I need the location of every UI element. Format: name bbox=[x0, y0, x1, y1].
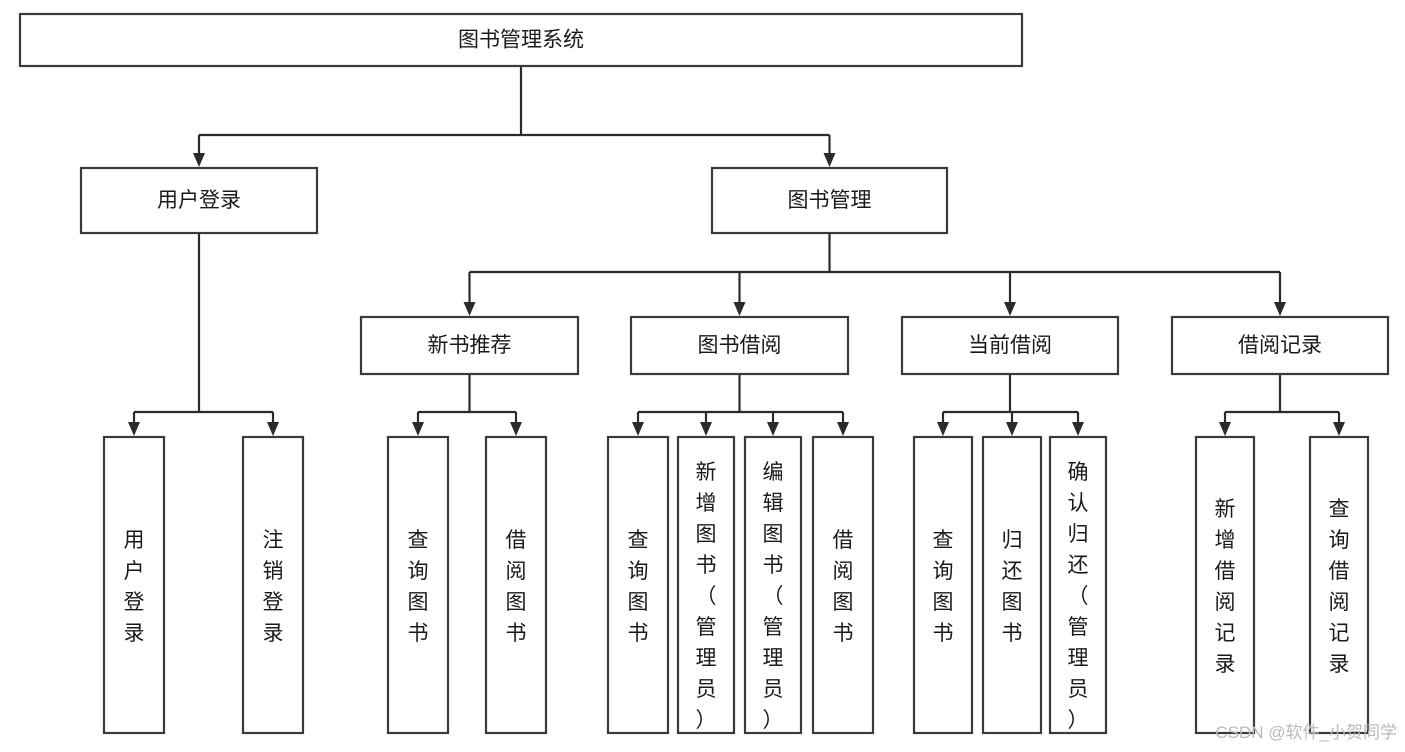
node-label-root: 图书管理系统 bbox=[458, 29, 584, 52]
node-label-leaf-query-book-rec: 查询图书 bbox=[408, 529, 429, 645]
nodes-layer: 图书管理系统用户登录图书管理新书推荐图书借阅当前借阅借阅记录用户登录注销登录查询… bbox=[18, 12, 1390, 735]
node-box-book-borrow bbox=[629, 315, 850, 376]
node-label-leaf-confirm-return: 确认归还（管理员） bbox=[1068, 461, 1089, 732]
node-box-root bbox=[18, 12, 1024, 68]
node-borrow-record[interactable]: 借阅记录 bbox=[1170, 315, 1390, 376]
arrow-head bbox=[1333, 422, 1345, 436]
node-label-book-manage: 图书管理 bbox=[788, 189, 872, 212]
node-user-login[interactable]: 用户登录 bbox=[79, 166, 319, 235]
node-leaf-confirm-return[interactable]: 确认归还（管理员） bbox=[1048, 435, 1108, 735]
arrow-head bbox=[267, 422, 279, 436]
node-label-user-login: 用户登录 bbox=[157, 189, 241, 212]
node-label-new-book-rec: 新书推荐 bbox=[428, 334, 512, 357]
arrow-head bbox=[1004, 302, 1016, 316]
node-label-leaf-borrow-book-rec: 借阅图书 bbox=[506, 529, 527, 645]
arrow-head bbox=[823, 153, 836, 167]
arrow-head bbox=[1274, 302, 1286, 316]
node-box-leaf-user-login bbox=[102, 435, 166, 735]
node-leaf-borrow-book[interactable]: 借阅图书 bbox=[811, 435, 875, 735]
node-leaf-logout[interactable]: 注销登录 bbox=[241, 435, 305, 735]
node-leaf-add-record[interactable]: 新增借阅记录 bbox=[1194, 435, 1256, 735]
connector-group-user-login bbox=[128, 233, 279, 436]
connector-group-borrow-record bbox=[1219, 374, 1345, 436]
connector-group-book-manage bbox=[463, 233, 1286, 316]
node-box-leaf-return-book bbox=[981, 435, 1043, 735]
node-leaf-query-book-borrow[interactable]: 查询图书 bbox=[606, 435, 670, 735]
node-root[interactable]: 图书管理系统 bbox=[18, 12, 1024, 68]
node-leaf-query-book-current[interactable]: 查询图书 bbox=[912, 435, 974, 735]
node-box-leaf-query-record bbox=[1308, 435, 1370, 735]
node-leaf-return-book[interactable]: 归还图书 bbox=[981, 435, 1043, 735]
connector-group-new-book-rec bbox=[412, 374, 522, 436]
node-label-borrow-record: 借阅记录 bbox=[1238, 334, 1322, 357]
node-label-leaf-borrow-book: 借阅图书 bbox=[833, 529, 854, 645]
node-label-leaf-add-record: 新增借阅记录 bbox=[1215, 498, 1236, 676]
arrow-head bbox=[412, 422, 424, 436]
node-current-borrow[interactable]: 当前借阅 bbox=[900, 315, 1120, 376]
arrow-head bbox=[128, 422, 140, 436]
node-box-leaf-logout bbox=[241, 435, 305, 735]
arrow-head bbox=[733, 302, 746, 316]
node-leaf-user-login[interactable]: 用户登录 bbox=[102, 435, 166, 735]
node-leaf-add-book[interactable]: 新增图书（管理员） bbox=[676, 435, 736, 735]
csdn-watermark: CSDN @软件_小贺同学 bbox=[1215, 723, 1397, 742]
connector-group-book-borrow bbox=[632, 374, 849, 436]
node-label-leaf-logout: 注销登录 bbox=[263, 529, 284, 645]
arrow-head bbox=[1219, 422, 1231, 436]
node-label-leaf-query-book-current: 查询图书 bbox=[933, 529, 954, 645]
node-new-book-rec[interactable]: 新书推荐 bbox=[359, 315, 580, 376]
node-box-leaf-add-record bbox=[1194, 435, 1256, 735]
node-label-leaf-user-login: 用户登录 bbox=[124, 529, 145, 645]
node-label-current-borrow: 当前借阅 bbox=[968, 334, 1052, 357]
node-leaf-edit-book[interactable]: 编辑图书（管理员） bbox=[743, 435, 803, 735]
arrow-head bbox=[463, 302, 476, 316]
arrow-head bbox=[1006, 422, 1018, 436]
node-leaf-borrow-book-rec[interactable]: 借阅图书 bbox=[484, 435, 548, 735]
node-book-manage[interactable]: 图书管理 bbox=[710, 166, 949, 235]
connectors-layer bbox=[128, 66, 1345, 436]
node-label-book-borrow: 图书借阅 bbox=[698, 334, 782, 357]
node-box-book-manage bbox=[710, 166, 949, 235]
node-box-leaf-borrow-book bbox=[811, 435, 875, 735]
node-label-leaf-edit-book: 编辑图书（管理员） bbox=[763, 461, 784, 732]
node-label-leaf-query-record: 查询借阅记录 bbox=[1329, 498, 1350, 676]
arrow-head bbox=[632, 422, 644, 436]
arrow-head bbox=[510, 422, 522, 436]
arrow-head bbox=[837, 422, 849, 436]
node-box-user-login bbox=[79, 166, 319, 235]
node-box-leaf-add-book bbox=[676, 435, 736, 735]
node-leaf-query-book-rec[interactable]: 查询图书 bbox=[386, 435, 450, 735]
node-box-leaf-query-book-borrow bbox=[606, 435, 670, 735]
node-label-leaf-query-book-borrow: 查询图书 bbox=[628, 529, 649, 645]
node-box-current-borrow bbox=[900, 315, 1120, 376]
node-box-leaf-edit-book bbox=[743, 435, 803, 735]
arrow-head bbox=[700, 422, 712, 436]
arrow-head bbox=[193, 153, 205, 167]
node-box-leaf-query-book-current bbox=[912, 435, 974, 735]
connector-group-root bbox=[193, 66, 836, 167]
node-leaf-query-record[interactable]: 查询借阅记录 bbox=[1308, 435, 1370, 735]
arrow-head bbox=[1072, 422, 1084, 436]
node-box-leaf-confirm-return bbox=[1048, 435, 1108, 735]
node-box-new-book-rec bbox=[359, 315, 580, 376]
connector-group-current-borrow bbox=[937, 374, 1084, 436]
node-label-leaf-add-book: 新增图书（管理员） bbox=[696, 461, 717, 732]
node-box-leaf-borrow-book-rec bbox=[484, 435, 548, 735]
node-book-borrow[interactable]: 图书借阅 bbox=[629, 315, 850, 376]
arrow-head bbox=[767, 422, 779, 436]
arrow-head bbox=[937, 422, 949, 436]
node-box-leaf-query-book-rec bbox=[386, 435, 450, 735]
node-box-borrow-record bbox=[1170, 315, 1390, 376]
node-label-leaf-return-book: 归还图书 bbox=[1002, 529, 1023, 645]
